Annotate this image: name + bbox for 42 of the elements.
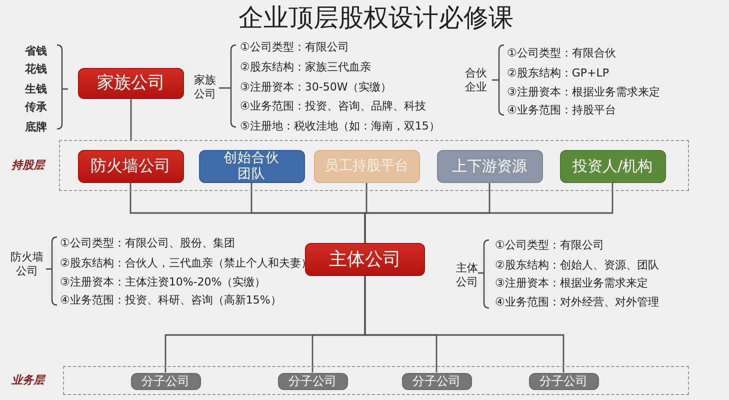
- list-item: ③注册资本：根据业务需求来定: [495, 276, 648, 290]
- company-box: 家族公司: [78, 68, 184, 99]
- company-box: 创始合伙团队: [198, 150, 304, 182]
- company-box: 分子公司: [130, 372, 200, 390]
- layer-label: 持股层: [12, 157, 44, 172]
- list-item: ②股东结构：GP+LP: [507, 66, 609, 80]
- connector-line: [364, 276, 564, 372]
- company-box: 分子公司: [528, 372, 598, 390]
- title: 企业顶层股权设计必修课: [238, 3, 514, 33]
- list-item: ④业务范围：对外经营、对外管理: [495, 295, 659, 309]
- connector-line: [130, 99, 132, 140]
- keyword-label: 生钱: [25, 82, 47, 96]
- list-item: ①公司类型：有限公司: [240, 40, 349, 54]
- keyword-label: 底牌: [25, 120, 47, 134]
- list-item: ④业务范围：投资、咨询、品牌、科技: [240, 99, 426, 113]
- list-item: ①公司类型：有限公司: [495, 238, 604, 252]
- group-label: 合伙企业: [464, 66, 488, 96]
- company-box: 员工持股平台: [314, 150, 420, 182]
- company-box: 上下游资源: [436, 150, 542, 182]
- keyword-label: 花钱: [25, 62, 47, 76]
- list-item: ④业务范围：持股平台: [507, 103, 616, 117]
- group-label: 防火墙公司: [10, 250, 44, 280]
- list-item: ③注册资本：根据业务需求来定: [507, 85, 660, 99]
- list-item: ④业务范围：投资、科研、咨询（高新15%）: [60, 293, 282, 307]
- group-label: 家族公司: [193, 74, 217, 102]
- company-box: 分子公司: [402, 372, 472, 390]
- company-box: 主体公司: [305, 243, 425, 276]
- connector-line: [364, 182, 614, 243]
- list-item: ⑤注册地：税收洼地（如：海南，双15）: [240, 119, 440, 133]
- company-box: 投资人/机构: [560, 150, 666, 182]
- list-item: ①公司类型：有限合伙: [507, 46, 616, 60]
- layer-label: 业务层: [12, 372, 44, 387]
- list-item: ②股东结构：创始人、资源、团队: [495, 258, 659, 272]
- list-item: ①公司类型：有限公司、股份、集团: [60, 236, 235, 250]
- list-item: ②股东结构：家族三代血亲: [240, 60, 371, 74]
- company-box: 防火墙公司: [78, 150, 184, 182]
- list-item: ③注册资本：30-50W（实缴）: [240, 80, 392, 94]
- list-item: ③注册资本：主体注资10%-20%（实缴）: [60, 275, 266, 289]
- keyword-label: 传承: [25, 100, 47, 114]
- company-box: 分子公司: [278, 372, 348, 390]
- group-label: 主体公司: [455, 262, 479, 290]
- keyword-label: 省钱: [25, 44, 47, 58]
